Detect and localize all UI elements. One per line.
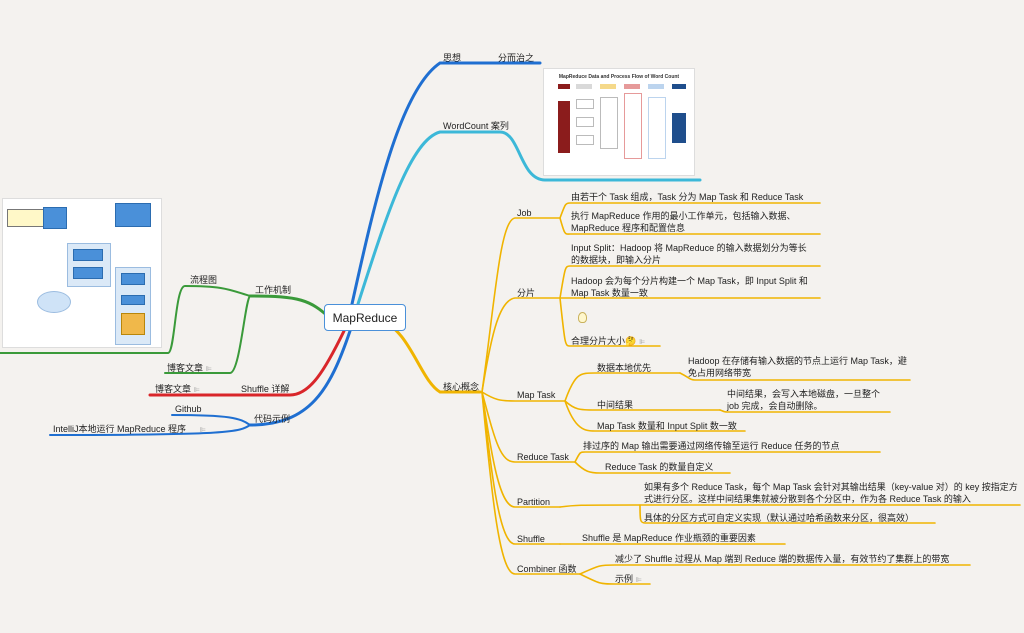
job-item-1[interactable]: 由若干个 Task 组成，Task 分为 Map Task 和 Reduce T… [571, 192, 804, 202]
shuffle-item[interactable]: Shuffle 是 MapReduce 作业瓶颈的重要因素 [582, 533, 756, 543]
wordcount-image-title: MapReduce Data and Process Flow of Word … [558, 74, 680, 80]
core-partition[interactable]: Partition [517, 497, 551, 507]
branch-thought[interactable]: 思想 [443, 53, 462, 63]
core-reducetask[interactable]: Reduce Task [517, 452, 569, 462]
core-job[interactable]: Job [517, 208, 532, 218]
partition-item-1[interactable]: 如果有多个 Reduce Task，每个 Map Task 会针对其输出结果（k… [644, 482, 1018, 504]
root-node[interactable]: MapReduce [324, 304, 406, 331]
maptask-count[interactable]: Map Task 数量和 Input Split 数一致 [597, 421, 737, 431]
maptask-locality[interactable]: 数据本地优先 [597, 363, 652, 373]
branch-shuffle-detail[interactable]: Shuffle 详解 [241, 384, 290, 394]
thought-child[interactable]: 分而治之 [498, 53, 535, 63]
lightbulb-icon [578, 312, 587, 323]
branch-code[interactable]: 代码示例 [254, 414, 291, 424]
connector-shuffle-detail [148, 329, 346, 397]
note-icon[interactable]: ⊫ [206, 366, 213, 373]
partition-item-2[interactable]: 具体的分区方式可自定义实现（默认通过哈希函数来分区，很高效） [644, 513, 915, 523]
combiner-item-2[interactable]: 示例⊫ [615, 574, 643, 584]
reducetask-item-1[interactable]: 排过序的 Map 输出需要通过网络传输至运行 Reduce 任务的节点 [583, 441, 840, 451]
mechanism-blog[interactable]: 博客文章⊫ [167, 363, 213, 373]
connector-code [248, 329, 352, 427]
workflow-image[interactable] [2, 198, 162, 348]
connector-wordcount [356, 130, 702, 306]
code-github[interactable]: Github [175, 404, 202, 414]
shuffle-detail-blog[interactable]: 博客文章⊫ [155, 384, 201, 394]
split-item-1[interactable]: Input Split：Hadoop 将 MapReduce 的输入数据划分为等… [571, 243, 807, 265]
split-item-3[interactable]: 合理分片大小🤔⊫ [571, 336, 646, 346]
branch-wordcount[interactable]: WordCount 案列 [443, 121, 509, 131]
connector-mechanism [248, 294, 332, 320]
maptask-intermediate-detail[interactable]: 中间结果，会写入本地磁盘，一旦整个 job 完成，会自动删除。 [727, 389, 881, 411]
wordcount-flow-image[interactable]: MapReduce Data and Process Flow of Word … [543, 68, 695, 176]
core-maptask[interactable]: Map Task [517, 390, 556, 400]
core-combiner[interactable]: Combiner 函数 [517, 564, 577, 574]
core-split[interactable]: 分片 [517, 288, 536, 298]
mechanism-flowchart[interactable]: 流程图 [190, 275, 218, 285]
job-item-2[interactable]: 执行 MapReduce 作用的最小工作单元，包括输入数据、MapReduce … [571, 211, 796, 233]
core-shuffle[interactable]: Shuffle [517, 534, 545, 544]
code-idea[interactable]: IntelliJ本地运行 MapReduce 程序⊫ [53, 424, 207, 434]
note-icon[interactable]: ⊫ [194, 387, 201, 394]
maptask-locality-detail[interactable]: Hadoop 在存储有输入数据的节点上运行 Map Task，避免占用网络带宽 [688, 356, 907, 378]
combiner-item-1[interactable]: 减少了 Shuffle 过程从 Map 端到 Reduce 端的数据传入量，有效… [615, 554, 950, 564]
maptask-intermediate[interactable]: 中间结果 [597, 400, 634, 410]
branch-core[interactable]: 核心概念 [443, 382, 480, 392]
branch-mechanism[interactable]: 工作机制 [255, 285, 292, 295]
note-icon[interactable]: ⊫ [639, 339, 646, 346]
note-icon[interactable]: ⊫ [636, 577, 643, 584]
split-item-2[interactable]: Hadoop 会为每个分片构建一个 Map Task，即 Input Split… [571, 276, 808, 298]
connector-thought [350, 61, 542, 306]
reducetask-item-2[interactable]: Reduce Task 的数量自定义 [605, 462, 714, 472]
note-icon[interactable]: ⊫ [200, 427, 207, 434]
